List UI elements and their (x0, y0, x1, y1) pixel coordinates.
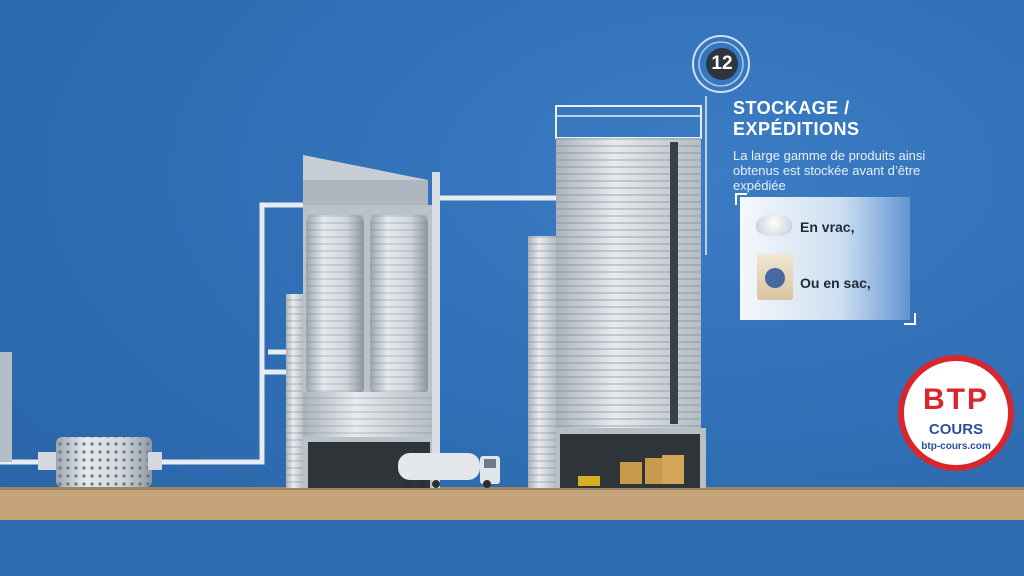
step-badge-ring (690, 33, 752, 95)
option-bag-label: Ou en sac, (800, 275, 871, 291)
step-number: 12 (706, 48, 738, 80)
section-title-line2: EXPÉDITIONS (733, 119, 860, 139)
section-title: STOCKAGE / EXPÉDITIONS (733, 98, 860, 140)
section-title-line1: STOCKAGE / (733, 98, 850, 118)
logo-main-text: BTP (923, 383, 989, 416)
twin-silos (303, 155, 440, 488)
logo-url-text: btp-cours.com (921, 441, 991, 452)
panel-corner-br (904, 313, 916, 325)
panel-corner-tl (735, 193, 747, 205)
rotary-mill (38, 437, 162, 487)
left-building (0, 352, 12, 462)
option-bulk-label: En vrac, (800, 219, 855, 235)
btp-cours-logo: BTP COURS btp-cours.com (898, 355, 1014, 471)
ground (0, 488, 1024, 520)
conveyor-pipes (0, 195, 556, 465)
tanker-truck (398, 453, 500, 488)
logo-sub-text: COURS (928, 421, 984, 438)
ground-edge (0, 487, 1024, 490)
cement-bag-icon (757, 254, 793, 300)
bottom-band (0, 520, 1024, 576)
section-description: La large gamme de produits ainsi obtenus… (733, 148, 926, 193)
bulk-powder-icon (756, 214, 792, 236)
storage-silo (555, 105, 706, 488)
